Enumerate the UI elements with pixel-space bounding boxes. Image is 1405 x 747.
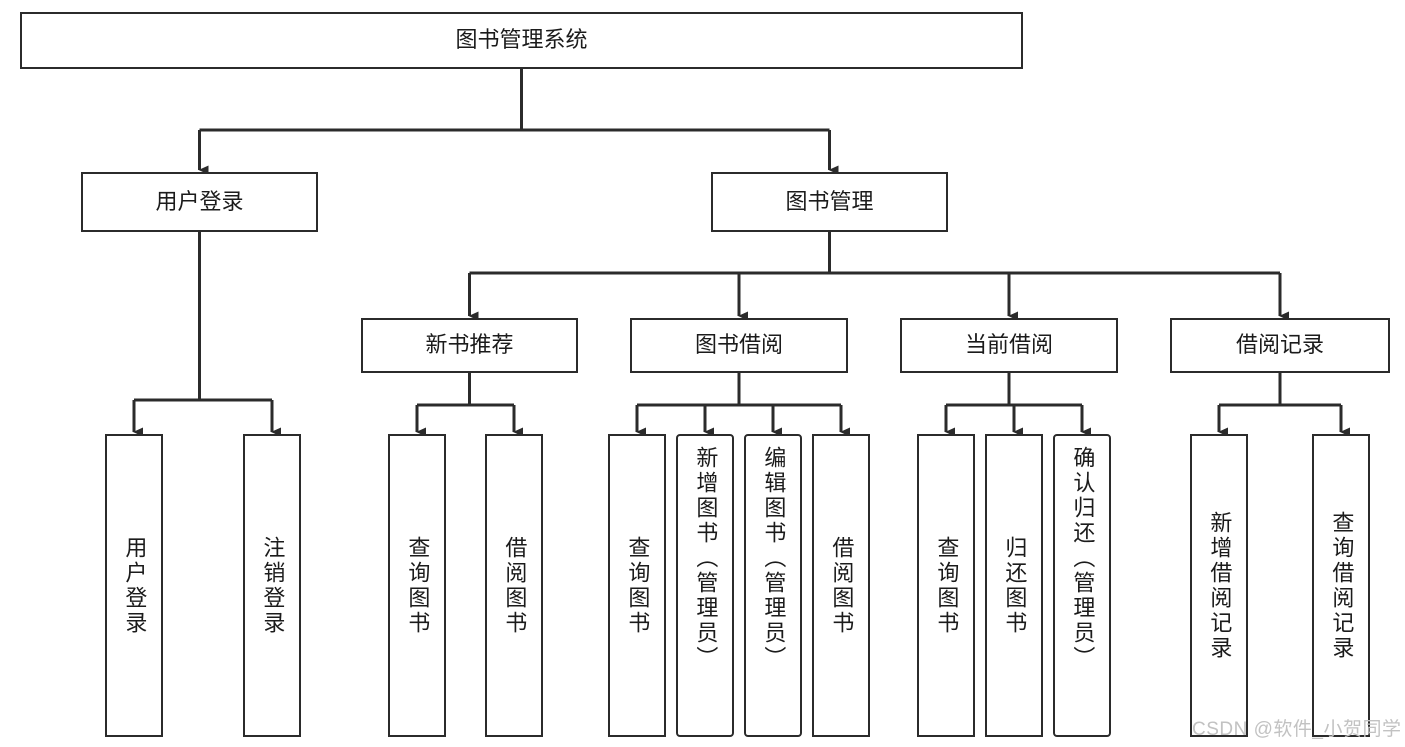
node-label-cur-borrow: 当前借阅 [964, 332, 1053, 358]
edge-paths [132, 69, 1350, 437]
node-label-new-book-rec: 新书推荐 [425, 332, 514, 358]
node-leaf-bb-borrow[interactable]: 借阅图书 [812, 434, 870, 737]
node-leaf-bl-query[interactable]: 查询借阅记录 [1312, 434, 1370, 737]
node-label-leaf-bb-query: 查询图书 [625, 535, 651, 636]
node-leaf-cb-confirm[interactable]: 确认归还（管理员） [1053, 434, 1111, 737]
node-leaf-bb-query[interactable]: 查询图书 [608, 434, 666, 737]
node-label-leaf-rec-query: 查询图书 [405, 535, 431, 636]
node-label-leaf-user-login: 用户登录 [122, 535, 148, 636]
node-leaf-rec-borrow[interactable]: 借阅图书 [485, 434, 543, 737]
node-leaf-cb-query[interactable]: 查询图书 [917, 434, 975, 737]
node-label-root: 图书管理系统 [455, 27, 588, 53]
node-label-leaf-cb-return: 归还图书 [1002, 535, 1028, 636]
node-label-book-manage: 图书管理 [785, 188, 874, 214]
node-cur-borrow[interactable]: 当前借阅 [900, 318, 1118, 373]
node-leaf-bb-add[interactable]: 新增图书（管理员） [676, 434, 734, 737]
node-leaf-bl-add[interactable]: 新增借阅记录 [1190, 434, 1248, 737]
node-label-book-borrow: 图书借阅 [694, 332, 783, 358]
node-label-leaf-rec-borrow: 借阅图书 [502, 535, 528, 636]
node-book-borrow[interactable]: 图书借阅 [630, 318, 848, 373]
node-leaf-cb-return[interactable]: 归还图书 [985, 434, 1043, 737]
node-book-manage[interactable]: 图书管理 [711, 172, 948, 232]
node-leaf-bb-edit[interactable]: 编辑图书（管理员） [744, 434, 802, 737]
node-label-leaf-bb-edit: 编辑图书（管理员） [761, 446, 787, 671]
node-label-borrow-log: 借阅记录 [1235, 332, 1324, 358]
node-label-leaf-cb-query: 查询图书 [934, 535, 960, 636]
node-leaf-user-login[interactable]: 用户登录 [105, 434, 163, 737]
node-label-leaf-bb-borrow: 借阅图书 [829, 535, 855, 636]
node-label-leaf-bl-add: 新增借阅记录 [1207, 510, 1233, 661]
node-leaf-user-logout[interactable]: 注销登录 [243, 434, 301, 737]
node-label-leaf-bl-query: 查询借阅记录 [1329, 510, 1355, 661]
node-root[interactable]: 图书管理系统 [20, 12, 1023, 69]
node-label-leaf-cb-confirm: 确认归还（管理员） [1070, 446, 1096, 671]
node-label-user-login: 用户登录 [155, 188, 244, 214]
node-label-leaf-user-logout: 注销登录 [260, 535, 286, 636]
node-leaf-rec-query[interactable]: 查询图书 [388, 434, 446, 737]
node-new-book-rec[interactable]: 新书推荐 [361, 318, 578, 373]
node-user-login[interactable]: 用户登录 [81, 172, 318, 232]
node-label-leaf-bb-add: 新增图书（管理员） [693, 446, 719, 671]
watermark-label: CSDN @软件_小贺同学 [1192, 719, 1402, 740]
node-borrow-log[interactable]: 借阅记录 [1170, 318, 1390, 373]
